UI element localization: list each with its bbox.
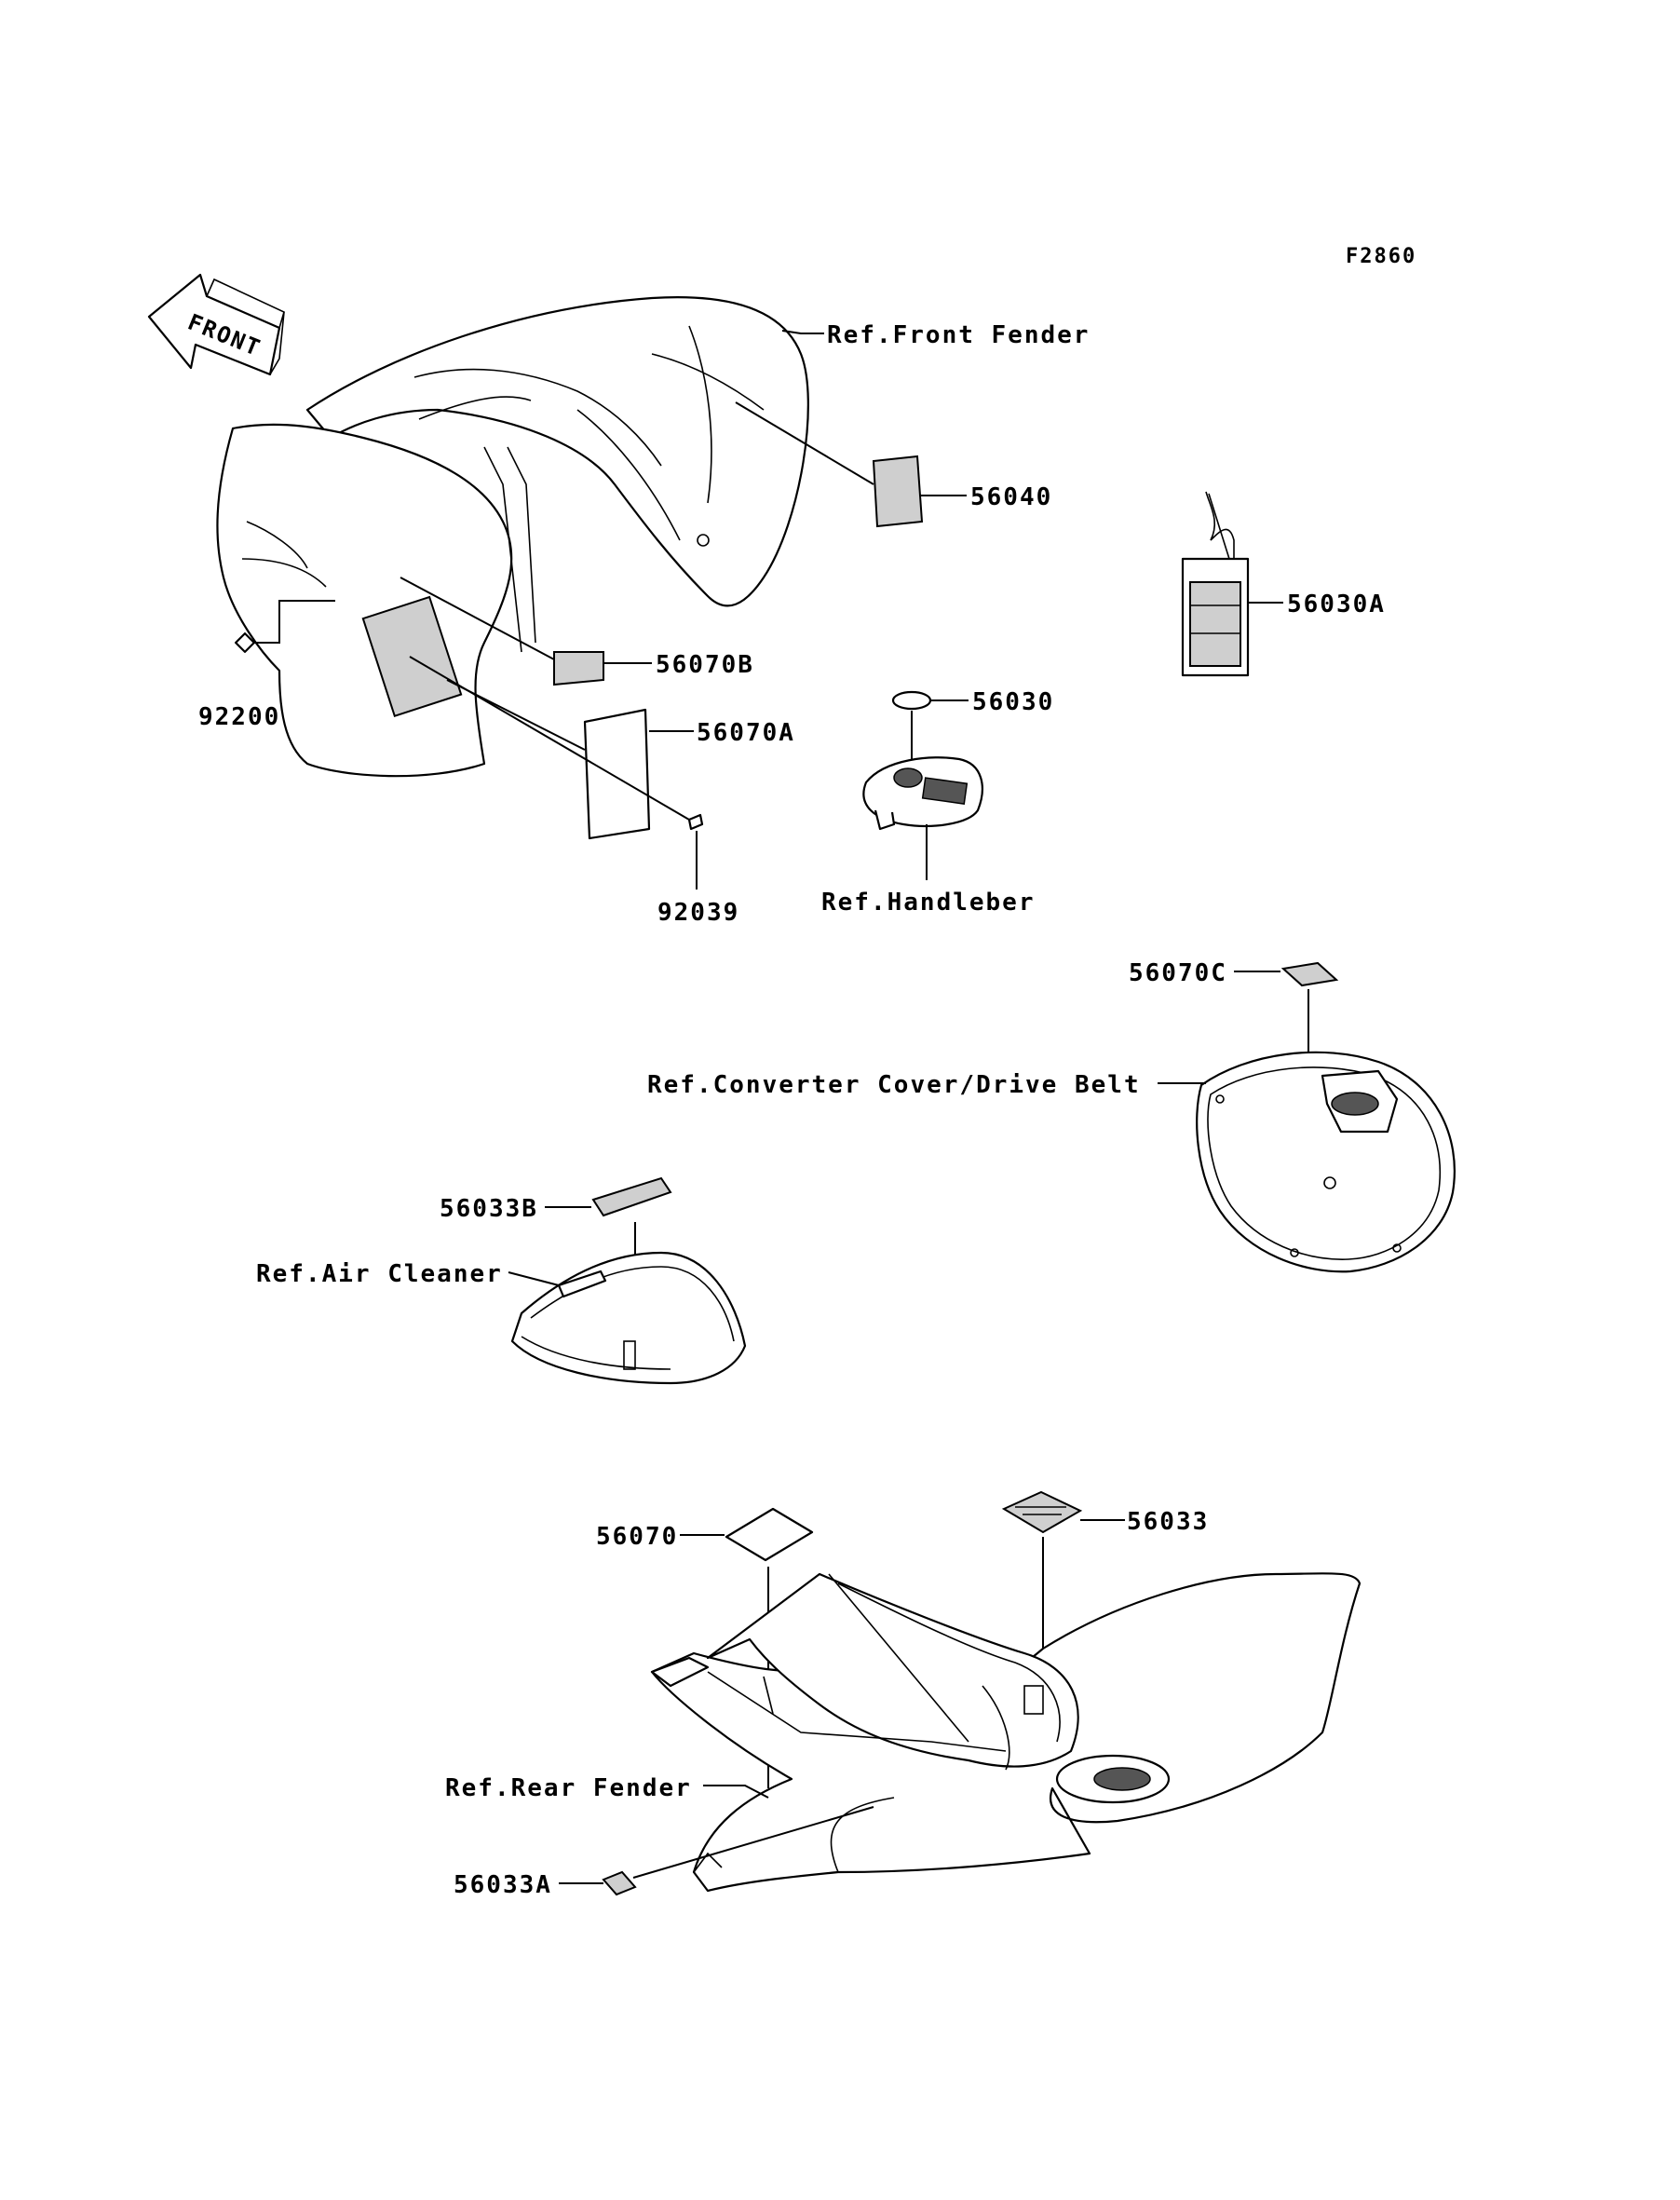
part-56033: 56033 [1127, 1508, 1209, 1536]
label-56033-icon [1001, 1490, 1083, 1534]
label-56033b-icon [591, 1176, 672, 1217]
ref-handlebar: Ref.Handleber [821, 889, 1036, 917]
part-92200: 92200 [198, 703, 280, 731]
part-56030a: 56030A [1287, 591, 1386, 618]
part-56070c: 56070C [1129, 959, 1227, 987]
ref-air-cleaner: Ref.Air Cleaner [256, 1260, 503, 1288]
front-arrow-icon: FRONT [147, 273, 285, 376]
part-56070b: 56070B [656, 651, 754, 679]
ref-front-fender: Ref.Front Fender [827, 321, 1090, 349]
part-56030: 56030 [972, 688, 1054, 716]
label-56070c-icon [1280, 961, 1339, 987]
clip-92200-icon [235, 632, 255, 653]
part-56033b: 56033B [440, 1195, 538, 1223]
part-56070a: 56070A [697, 719, 795, 747]
label-56070b-icon [553, 651, 604, 686]
converter-cover-drawing [1196, 1051, 1456, 1273]
label-56070-icon [725, 1507, 814, 1562]
label-56040-icon [872, 455, 924, 528]
handlebar-cover-drawing [862, 756, 983, 831]
figure-code: F2860 [1346, 245, 1416, 268]
label-56033a-icon [602, 1870, 637, 1896]
air-cleaner-cover-drawing [510, 1251, 747, 1385]
part-92039: 92039 [657, 899, 739, 927]
label-56030-icon [891, 690, 932, 711]
part-56033a: 56033A [454, 1871, 552, 1899]
rivet-92039-icon [687, 813, 704, 831]
front-fender-drawing [216, 296, 809, 778]
rear-fender-drawing [650, 1572, 1362, 1893]
label-56070a-icon [583, 708, 651, 840]
hang-tag-56030a-icon [1181, 491, 1250, 677]
ref-converter-cover: Ref.Converter Cover/Drive Belt [647, 1071, 1141, 1099]
part-56040: 56040 [970, 483, 1052, 511]
part-56070: 56070 [596, 1523, 678, 1551]
ref-rear-fender: Ref.Rear Fender [445, 1774, 692, 1802]
